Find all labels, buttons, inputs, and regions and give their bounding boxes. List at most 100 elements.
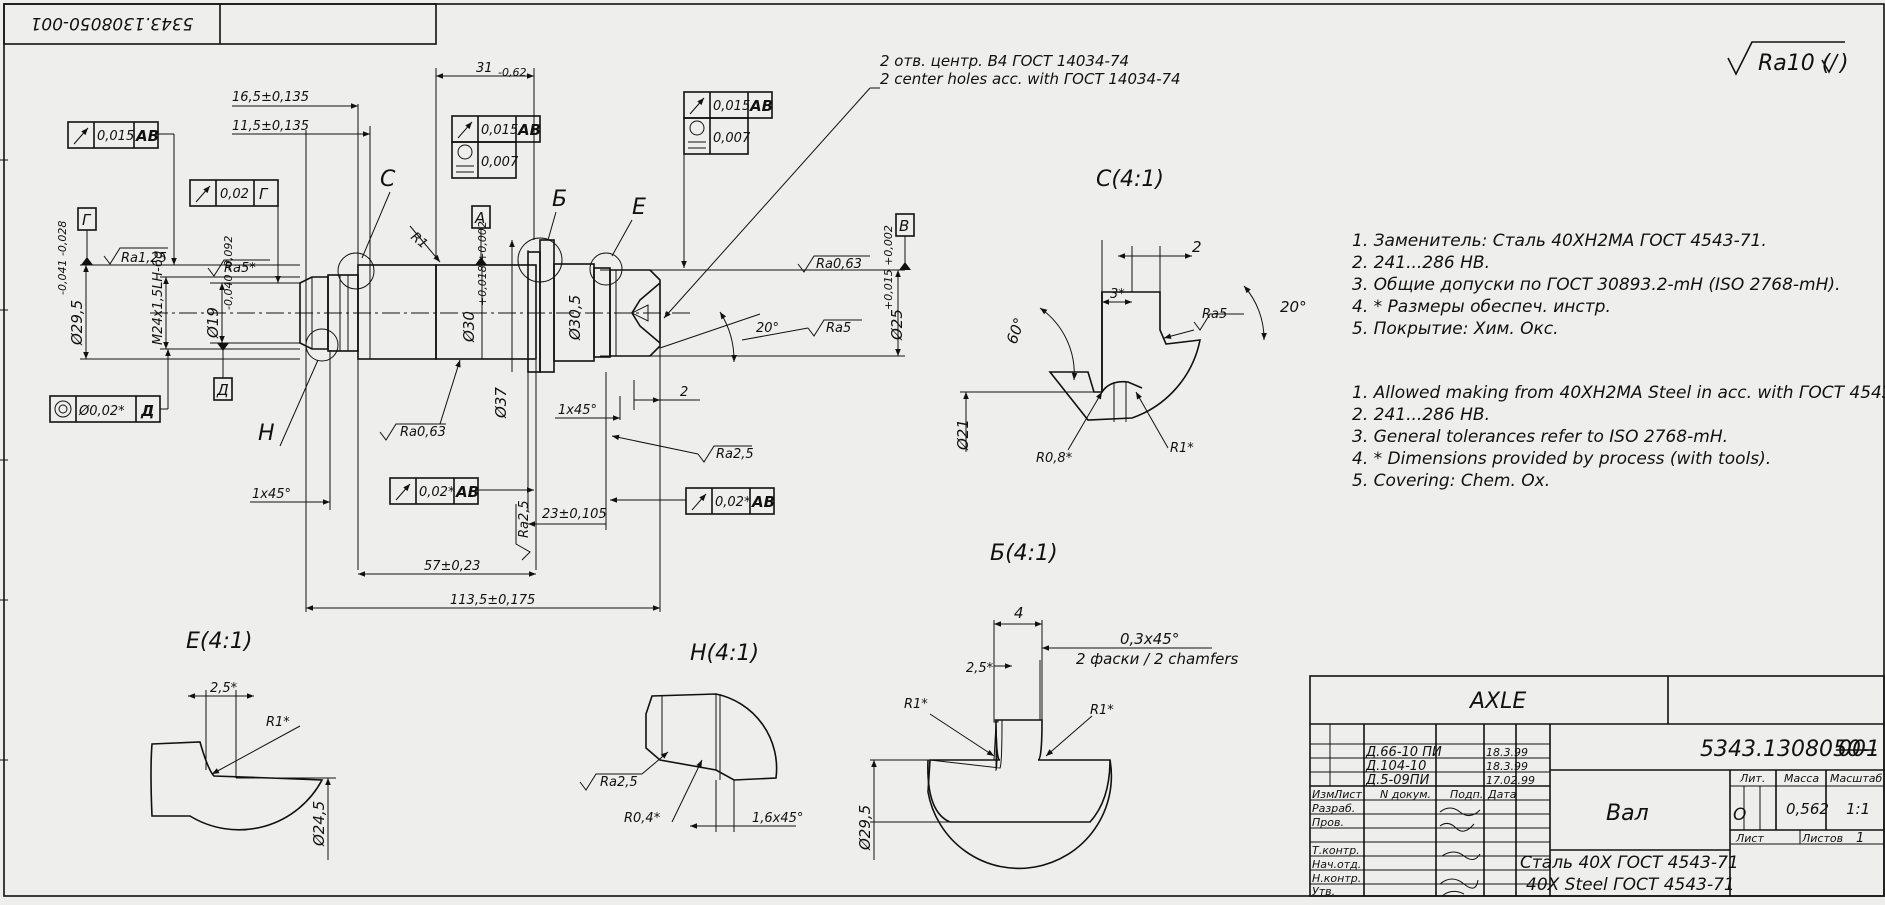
- svg-text:Изм.: Изм.: [1312, 788, 1338, 801]
- dim-ang20: 20°: [756, 321, 779, 336]
- svg-text:Ø0,02*: Ø0,02*: [78, 404, 125, 419]
- svg-text:0,3х45°: 0,3х45°: [1120, 630, 1179, 648]
- dim-r1: R1: [407, 230, 430, 253]
- svg-text:60°: 60°: [1003, 315, 1029, 346]
- dim-11: 11,5±0,135: [232, 119, 309, 134]
- letter-b: Б: [552, 187, 567, 212]
- svg-text:2,5*: 2,5*: [210, 681, 238, 696]
- svg-text:3. General tolerances refer to: 3. General tolerances refer to ISO 2768-…: [1352, 427, 1728, 447]
- svg-text:АВ: АВ: [751, 493, 775, 511]
- svg-text:4. * Размеры обеспеч. инстр.: 4. * Размеры обеспеч. инстр.: [1352, 297, 1611, 317]
- svg-text:): ): [1838, 51, 1849, 76]
- svg-text:Подп.: Подп.: [1450, 788, 1483, 801]
- datum-b: В: [899, 217, 909, 235]
- fcf-left-runout: 0,015 АВ: [67, 121, 177, 265]
- svg-text:Лист: Лист: [1333, 788, 1362, 801]
- fcf-right: 0,015 АВ 0,007: [681, 91, 773, 268]
- general-roughness: Ra10 ( ): [1727, 41, 1849, 76]
- svg-text:1. Allowed making from 40ХН2МА: 1. Allowed making from 40ХН2МА Steel in …: [1352, 383, 1885, 403]
- title-block: AXLE Изм. Лист N докум. Подп. Дата Д.66-…: [1309, 675, 1885, 898]
- svg-text:3. Общие допуски по ГОСТ 30893: 3. Общие допуски по ГОСТ 30893.2-mН (ISO…: [1352, 275, 1840, 295]
- svg-text:R0,4*: R0,4*: [624, 811, 661, 826]
- svg-text:R1*: R1*: [1170, 441, 1194, 456]
- letter-c: С: [380, 167, 396, 192]
- left-margin-ticks: [0, 159, 8, 761]
- svg-text:2. 241...286 НВ.: 2. 241...286 НВ.: [1352, 253, 1490, 273]
- centre-holes-ru: 2 отв. центр. В4 ГОСТ 14034-74: [880, 52, 1129, 70]
- svg-text:Масса: Масса: [1784, 772, 1819, 785]
- dim-31-tol: -0,62: [498, 66, 526, 79]
- svg-text:Ra5*: Ra5*: [224, 261, 256, 276]
- svg-text:0,02*: 0,02*: [419, 485, 455, 500]
- svg-text:0,015: 0,015: [97, 129, 134, 144]
- svg-text:5. Покрытие: Хим. Окс.: 5. Покрытие: Хим. Окс.: [1352, 319, 1559, 339]
- svg-text:Масштаб: Масштаб: [1830, 772, 1882, 785]
- svg-text:Пров.: Пров.: [1312, 816, 1344, 829]
- svg-text:Ø24,5: Ø24,5: [310, 801, 328, 847]
- svg-text:0,015: 0,015: [713, 99, 750, 114]
- svg-text:Д.66-10 ПИ: Д.66-10 ПИ: [1365, 745, 1442, 760]
- title-sheets: 1: [1856, 831, 1864, 846]
- dim-dia19-tol: -0,040 -0,092: [222, 236, 235, 310]
- svg-text:4: 4: [1014, 604, 1024, 622]
- datum-a: А: [474, 209, 485, 227]
- roughness-main: Ra1,25 Ra5* Ra0,63 Ra5 Ra0,63 Ra2,5 Ra2,…: [103, 247, 870, 561]
- fcf-bottom-1: 0,02* АВ: [389, 477, 534, 505]
- top-stamp: 5343.1308050-001: [3, 3, 437, 45]
- svg-text:4. * Dimensions provided by pr: 4. * Dimensions provided by process (wit…: [1352, 449, 1771, 469]
- svg-text:Нач.отд.: Нач.отд.: [1312, 858, 1361, 871]
- datum-g: Г: [82, 211, 92, 229]
- datums: Г А В Д: [77, 205, 915, 401]
- dim-16: 16,5±0,135: [232, 90, 309, 105]
- svg-text:Ra0,63: Ra0,63: [816, 257, 862, 272]
- dim-113: 113,5±0,175: [450, 593, 535, 608]
- dim-dia25: Ø25: [888, 309, 906, 341]
- svg-text:R1*: R1*: [1090, 703, 1114, 718]
- svg-text:17.02.99: 17.02.99: [1486, 774, 1535, 787]
- letter-e: Е: [632, 195, 646, 220]
- dim-23: 23±0,105: [542, 507, 607, 522]
- svg-text:R0,8*: R0,8*: [1036, 451, 1073, 466]
- svg-text:Ø21: Ø21: [954, 419, 972, 451]
- main-lengths: 31 -0,62 16,5±0,135 11,5±0,135 57±0,23 1…: [232, 61, 779, 611]
- title-mass: 0,562: [1786, 800, 1829, 818]
- title-material-en: 40X Steel ГОСТ 4543-71: [1526, 875, 1735, 895]
- view-b: Б(4:1) 4 2,5* 0,3х45° 2 фаски / 2 chamfe…: [856, 541, 1239, 870]
- dim-dia295-tol: -0,041 -0,028: [56, 221, 69, 295]
- svg-text:5. Covering: Chem. Ox.: 5. Covering: Chem. Ox.: [1352, 471, 1550, 491]
- svg-text:АВ: АВ: [749, 97, 773, 115]
- svg-text:Ra0,63: Ra0,63: [400, 425, 446, 440]
- fcf-bottom-2: 0,02* АВ: [610, 487, 775, 515]
- dim-57: 57±0,23: [424, 559, 480, 574]
- svg-text:1. Заменитель: Сталь 40ХН2МА Г: 1. Заменитель: Сталь 40ХН2МА ГОСТ 4543-7…: [1352, 231, 1767, 251]
- svg-text:Лист: Лист: [1735, 832, 1764, 845]
- svg-text:Утв.: Утв.: [1312, 885, 1335, 898]
- view-e-title: E(4:1): [186, 629, 252, 654]
- view-b-title: Б(4:1): [990, 541, 1058, 566]
- title-name-en: AXLE: [1468, 689, 1526, 714]
- dim-dia37: Ø37: [492, 387, 510, 419]
- svg-text:N докум.: N докум.: [1380, 788, 1431, 801]
- svg-text:18.3.99: 18.3.99: [1486, 760, 1528, 773]
- svg-text:АВ: АВ: [455, 483, 479, 501]
- svg-text:20°: 20°: [1280, 298, 1307, 316]
- main-view: [80, 68, 905, 612]
- svg-text:Листов: Листов: [1801, 832, 1843, 845]
- dim-thread: М24х1,5LH-6g: [151, 251, 166, 345]
- section-letters: С Б Е Н: [258, 167, 646, 447]
- svg-text:Разраб.: Разраб.: [1312, 802, 1355, 815]
- view-h-title: H(4:1): [690, 641, 759, 666]
- fcf-runout-g: 0,02 Г: [189, 179, 281, 283]
- svg-text:2: 2: [1192, 238, 1202, 256]
- svg-text:1,6х45°: 1,6х45°: [752, 811, 803, 826]
- svg-text:2,5*: 2,5*: [966, 661, 994, 676]
- top-stamp-number: 5343.1308050-001: [31, 13, 194, 33]
- svg-text:О: О: [1733, 805, 1746, 825]
- dim-2: 2: [680, 385, 688, 400]
- view-c-title: C(4:1): [1096, 167, 1164, 192]
- dim-ch1x45-a: 1х45°: [558, 403, 597, 418]
- svg-text:АВ: АВ: [135, 127, 159, 145]
- dim-dia30: Ø30: [460, 311, 478, 343]
- svg-text:3*: 3*: [1110, 287, 1125, 302]
